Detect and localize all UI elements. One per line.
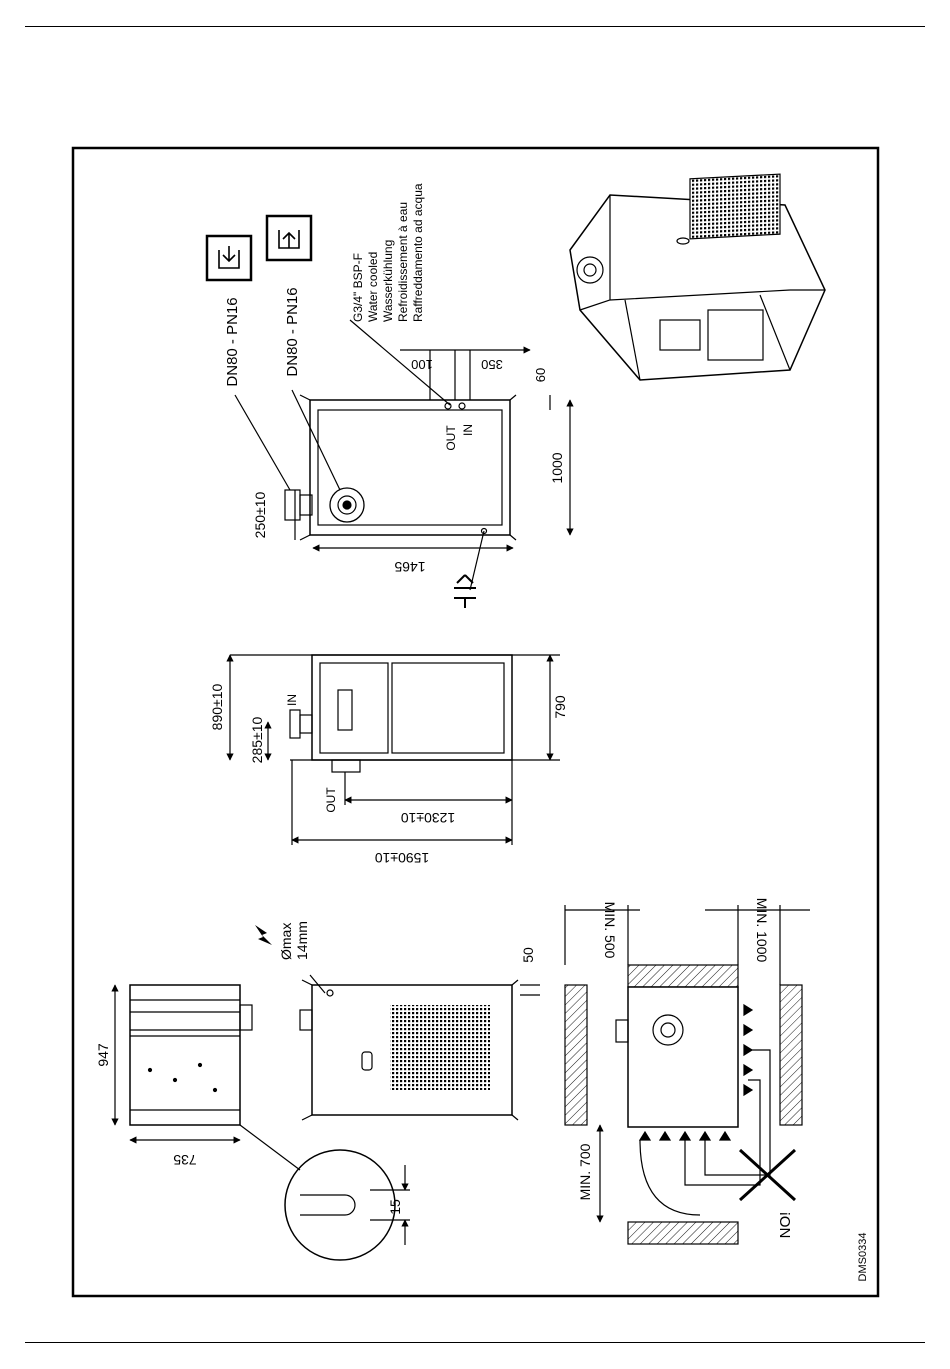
connector-outlet: DN80 - PN16 [224, 297, 241, 386]
cable-note-1: Ømax [278, 923, 294, 960]
front-label-in: IN [285, 694, 299, 706]
drawing-frame [73, 148, 878, 1296]
dim-1590: 1590±10 [375, 850, 430, 866]
inlet-icon [267, 216, 311, 260]
dim-100: 100 [411, 357, 433, 372]
water-note-1: G3/4" BSP-F [351, 253, 365, 322]
dim-285: 285±10 [249, 716, 265, 763]
dim-60: 60 [533, 368, 548, 382]
dim-250: 250±10 [252, 491, 268, 538]
clearance-plan [565, 905, 810, 1244]
water-note-5: Raffreddamento ad acqua [411, 183, 425, 322]
dim-50: 50 [520, 947, 536, 963]
isometric-view [570, 174, 825, 380]
base-view [115, 985, 410, 1260]
drawing-code: DMS0334 [857, 1233, 869, 1282]
water-note-4: Refroidissement à eau [396, 202, 410, 322]
dim-350: 350 [481, 357, 503, 372]
min-1000: MIN. 1000 [754, 898, 770, 963]
dim-1230: 1230±10 [401, 810, 456, 826]
dim-735: 735 [173, 1152, 197, 1168]
dim-1000: 1000 [549, 452, 565, 483]
side-view-labels: 1465 1000 60 250±10 100 350 OUT IN DN80 … [224, 183, 565, 575]
water-note-3: Wasserkühlung [381, 240, 395, 322]
dim-15: 15 [387, 1199, 403, 1215]
base-view-labels: 947 735 15 [95, 1043, 403, 1215]
front-view [230, 655, 560, 845]
outlet-icon [207, 236, 251, 280]
min-700: MIN. 700 [577, 1143, 593, 1200]
dim-890: 890±10 [209, 683, 225, 730]
front-label-out: OUT [324, 787, 338, 813]
dim-1465: 1465 [394, 559, 425, 575]
rear-view [300, 975, 540, 1120]
label-out: OUT [444, 425, 458, 451]
water-note-2: Water cooled [366, 252, 380, 322]
dim-790: 790 [552, 695, 568, 719]
no-label: NO! [777, 1212, 794, 1239]
cable-note-2: 14mm [294, 921, 310, 960]
lightning-icon [255, 925, 272, 945]
min-500: MIN. 500 [602, 902, 618, 959]
connector-inlet: DN80 - PN16 [284, 287, 301, 376]
label-in: IN [461, 424, 475, 436]
dim-947: 947 [95, 1043, 111, 1067]
